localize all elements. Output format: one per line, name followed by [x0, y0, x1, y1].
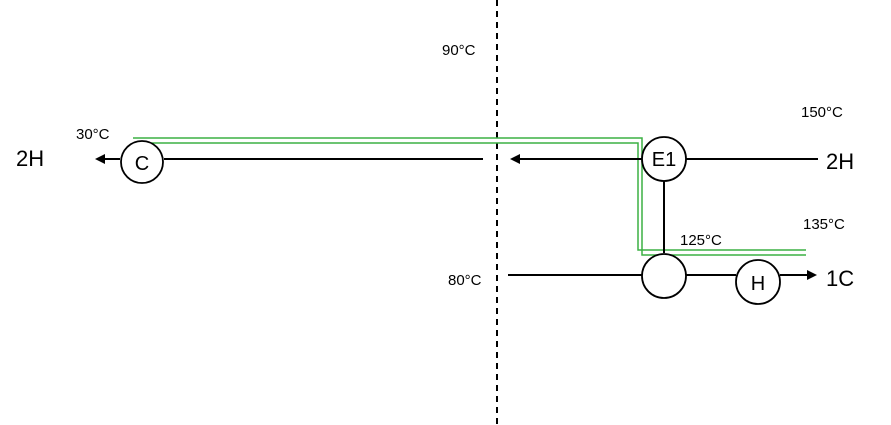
cold-stream-right-label: 1C [826, 266, 854, 291]
cooler-label: C [135, 153, 149, 175]
heater-unit[interactable] [735, 259, 781, 305]
hot-inlet-temperature: 150°C [801, 104, 843, 121]
exchanger-e1-unit[interactable] [641, 136, 687, 182]
exchanger-e1-cold-side-unit[interactable] [641, 253, 687, 299]
heater-label: H [751, 273, 765, 295]
cooler-unit[interactable] [120, 140, 164, 184]
hot-stream-right-label: 2H [826, 149, 854, 174]
match-line-outer [133, 137, 806, 256]
pinch-hot-temperature: 90°C [442, 42, 476, 59]
hot-stream-left-label: 2H [16, 146, 44, 171]
match-line-inner [133, 142, 806, 251]
cold-target-temperature: 135°C [803, 216, 845, 233]
intermediate-temperature: 125°C [680, 232, 722, 249]
hot-outlet-temperature: 30°C [76, 126, 110, 143]
exchanger-e1-label: E1 [652, 149, 676, 171]
pinch-cold-temperature: 80°C [448, 272, 482, 289]
